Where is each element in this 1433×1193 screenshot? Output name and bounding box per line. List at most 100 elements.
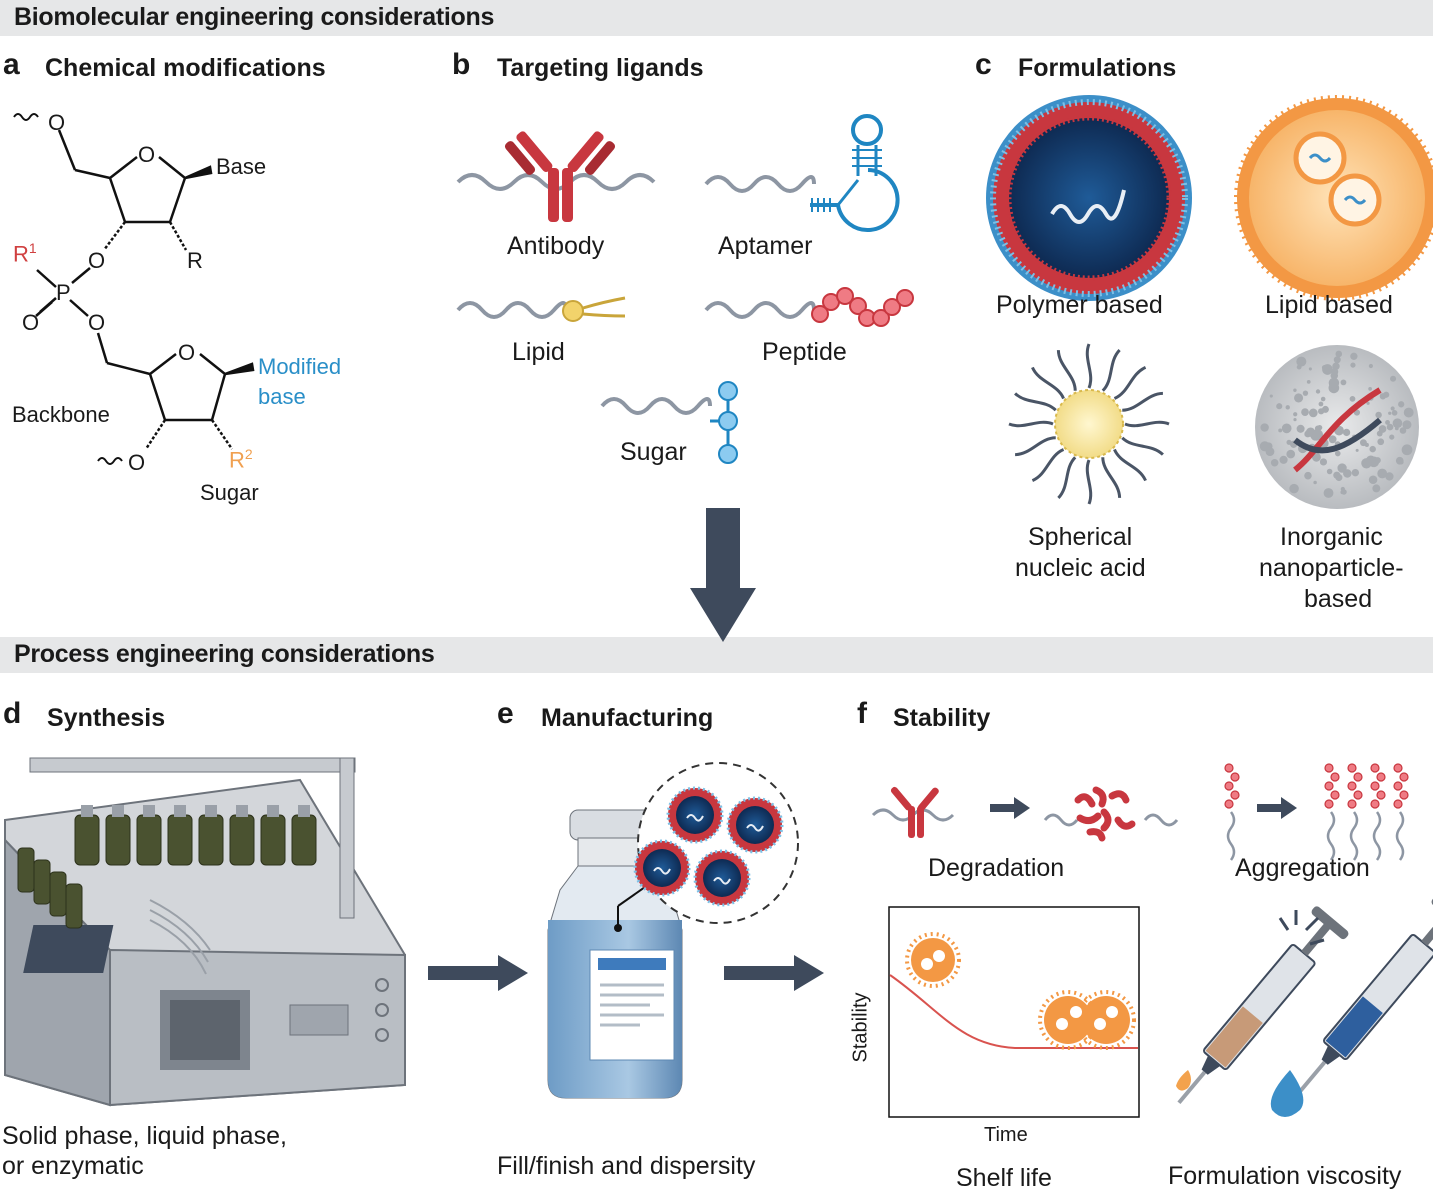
pore xyxy=(1386,423,1394,431)
aggregation-arrow-head xyxy=(1281,797,1297,819)
lipid-nanoparticle-icon xyxy=(1234,95,1433,301)
pore xyxy=(1372,484,1381,493)
pore xyxy=(1265,447,1275,456)
pore xyxy=(1279,455,1288,464)
polymer-based-label: Polymer based xyxy=(996,291,1163,319)
shelf-life-label: Shelf life xyxy=(956,1164,1052,1192)
pore xyxy=(1368,475,1378,485)
pore xyxy=(1351,468,1360,477)
sugar-chem-label: Sugar xyxy=(200,480,259,505)
pore xyxy=(1329,436,1333,440)
mini-polymer-cargo xyxy=(746,824,764,832)
pore xyxy=(1350,362,1356,368)
peptide-bead xyxy=(1370,763,1380,773)
panel-f-letter: f xyxy=(857,697,867,730)
pore xyxy=(1398,401,1405,408)
pore xyxy=(1402,420,1412,430)
pore xyxy=(1326,468,1333,475)
sna-strand xyxy=(1124,420,1170,428)
pore xyxy=(1308,408,1318,418)
pore xyxy=(1269,394,1273,398)
aggregation-icon xyxy=(1224,763,1409,861)
pore xyxy=(1377,438,1385,446)
peptide-bead xyxy=(1230,772,1240,782)
pore xyxy=(1312,452,1321,462)
aptamer-icon xyxy=(704,114,900,232)
peptide-bead xyxy=(1330,790,1340,800)
r2-label: R2 xyxy=(229,446,253,473)
pore xyxy=(1304,430,1312,438)
pore xyxy=(1301,408,1309,416)
reagent-bottle xyxy=(291,814,317,866)
peptide-label: Peptide xyxy=(762,338,847,366)
manufacturing-caption: Fill/finish and dispersity xyxy=(497,1152,756,1180)
sugar-ligand-label: Sugar xyxy=(620,438,687,466)
reagent-bottle xyxy=(136,814,162,866)
pore xyxy=(1399,427,1407,434)
time-axis-label: Time xyxy=(984,1124,1028,1146)
phosphorus-label: P xyxy=(56,280,71,305)
inorganic-label-1: Inorganic xyxy=(1280,523,1383,551)
peptide-bead xyxy=(1393,799,1403,809)
sna-strand xyxy=(1031,366,1065,400)
degradation-label: Degradation xyxy=(928,854,1065,882)
sna-core xyxy=(1054,389,1124,459)
pore xyxy=(1260,423,1269,432)
pore xyxy=(1319,458,1328,466)
pore xyxy=(1403,407,1414,418)
pore xyxy=(1398,459,1404,465)
mini-polymer-corona xyxy=(693,849,751,907)
pore xyxy=(1320,396,1326,402)
synthesizer-icon xyxy=(4,757,406,1107)
stability-axis-label: Stability xyxy=(849,992,872,1063)
pore xyxy=(1401,444,1413,456)
peptide-bead xyxy=(1353,772,1363,782)
peptide-bead xyxy=(1370,781,1380,791)
sna-strand xyxy=(1008,420,1054,428)
peptide-bead xyxy=(1324,799,1334,809)
pore xyxy=(1286,449,1296,459)
bottle-cap xyxy=(205,805,217,817)
peptide-bead xyxy=(1393,763,1403,773)
oligo-strand xyxy=(1326,811,1336,861)
peptide-bead xyxy=(1347,799,1357,809)
peptide-bead xyxy=(1376,772,1386,782)
mini-polymer-core xyxy=(676,796,714,834)
reagent-bottle xyxy=(65,883,83,929)
pore xyxy=(1385,419,1390,425)
inorganic-label-3: based xyxy=(1304,585,1373,613)
bottle-cap xyxy=(174,805,186,817)
peptide-bead xyxy=(1370,799,1380,809)
degradation-antibody-icon xyxy=(871,786,1179,842)
sna-strand xyxy=(1121,436,1164,456)
peptide-bead xyxy=(1224,799,1234,809)
pore xyxy=(1334,450,1341,457)
pore xyxy=(1368,363,1373,369)
ring-oxygen-2-label: O xyxy=(178,340,196,365)
sna-strand xyxy=(1014,436,1056,457)
vial-icon xyxy=(547,762,799,1099)
sna-strand xyxy=(1056,349,1077,391)
phosphate-oxygen-label: O xyxy=(88,248,106,273)
bottle-cap xyxy=(81,805,93,817)
linking-oxygen-label: O xyxy=(88,310,106,335)
reagent-bottle xyxy=(105,814,131,866)
pore xyxy=(1350,352,1358,360)
pore xyxy=(1318,401,1324,407)
pore xyxy=(1333,471,1341,479)
mini-polymer-corona xyxy=(633,839,691,897)
oligo-strand xyxy=(1226,811,1236,861)
peptide-bead xyxy=(1347,781,1357,791)
panel-b-letter: b xyxy=(452,48,471,81)
sna-strand xyxy=(1122,391,1164,412)
mini-polymer-cargo xyxy=(686,814,704,822)
sugar-chain-icon xyxy=(600,381,738,464)
pore xyxy=(1369,445,1376,453)
r2-text: R xyxy=(229,447,245,473)
flow-arrow-icon xyxy=(428,955,528,991)
pore xyxy=(1374,457,1381,464)
oligo-strand xyxy=(1372,811,1382,861)
r1-label: R1 xyxy=(13,240,37,267)
peptide-bead xyxy=(1399,772,1409,782)
shelf-life-plot xyxy=(888,906,1140,1118)
